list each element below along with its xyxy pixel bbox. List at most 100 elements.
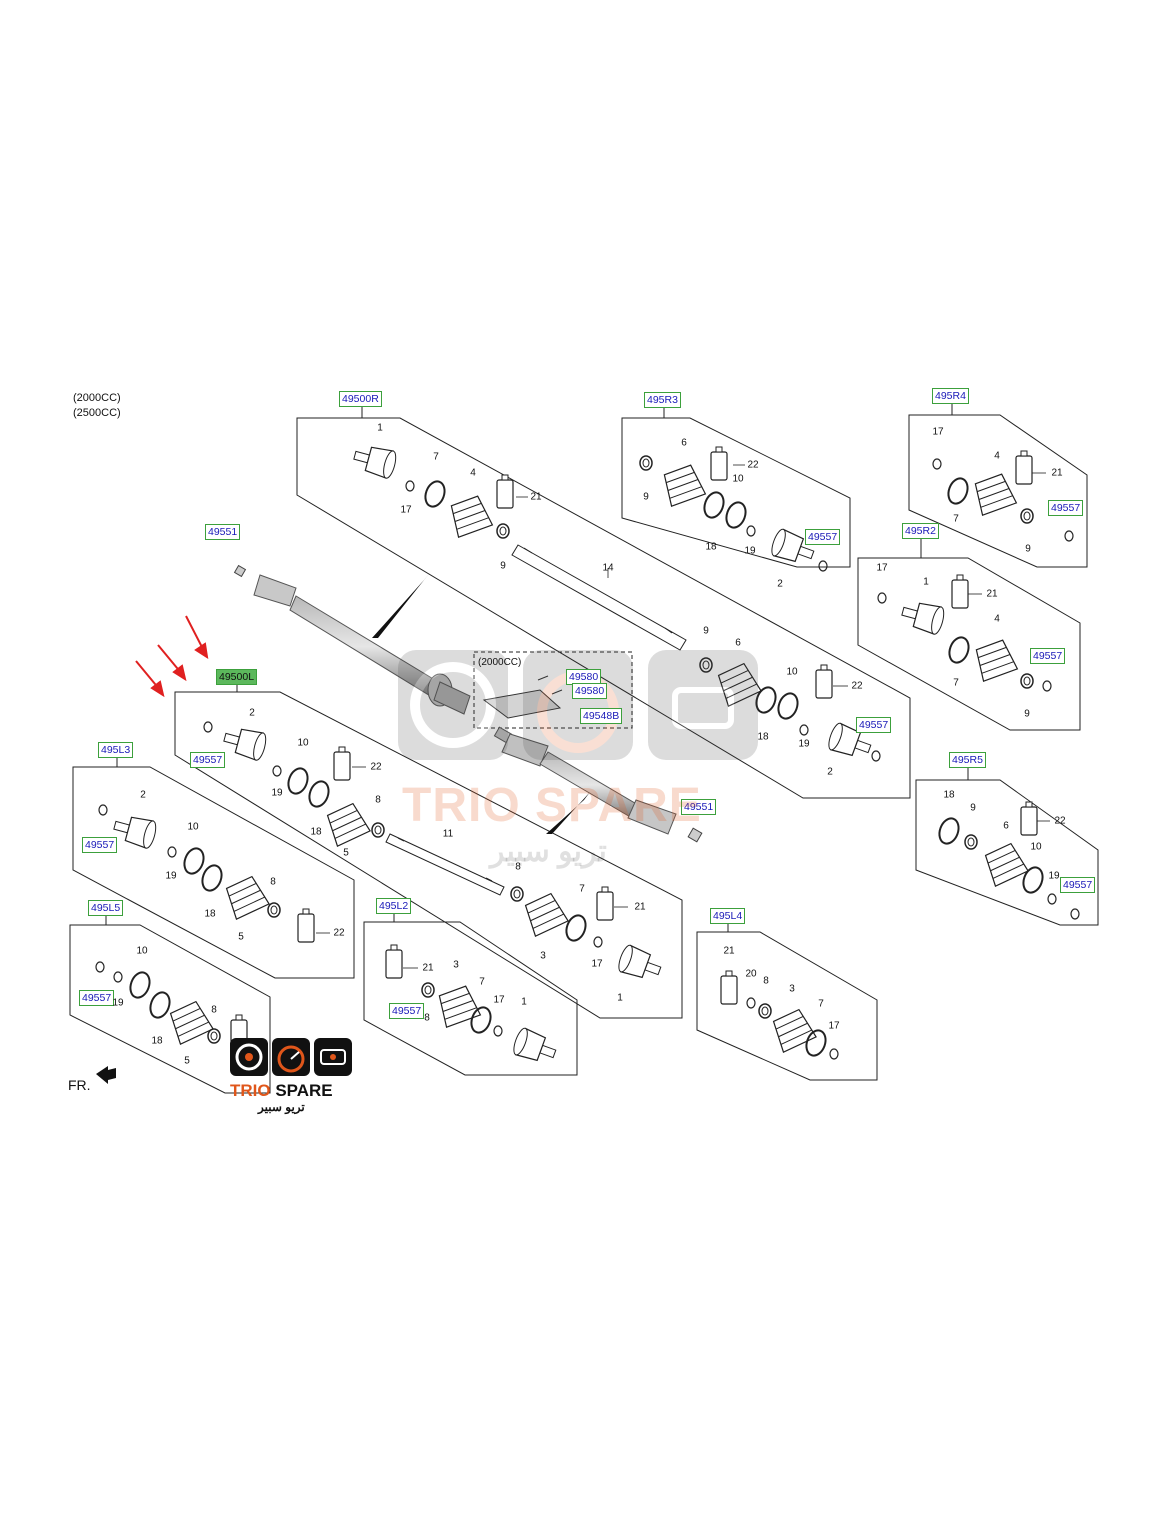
engine-note-2000cc: (2000CC) <box>73 392 121 404</box>
item-number: 17 <box>932 426 944 438</box>
item-number: 17 <box>400 504 412 516</box>
panel-outlines <box>69 414 1099 1094</box>
logo-brand: TRIO SPARE <box>230 1081 333 1100</box>
item-number: 19 <box>165 870 177 882</box>
item-number: 10 <box>136 945 148 957</box>
callout-495R2[interactable]: 495R2 <box>902 523 939 539</box>
item-number: 21 <box>530 491 542 503</box>
number-leaders <box>316 464 1050 969</box>
callout-495R5[interactable]: 495R5 <box>949 752 986 768</box>
item-number: 4 <box>994 613 1000 625</box>
shaft-lower <box>493 726 703 843</box>
item-number: 22 <box>333 927 345 939</box>
item-number: 3 <box>540 950 546 962</box>
item-number: 4 <box>470 467 476 479</box>
item-number: 1 <box>377 422 383 434</box>
callout-49557-l5[interactable]: 49557 <box>79 990 115 1006</box>
item-number: 6 <box>1003 820 1009 832</box>
callout-49500R[interactable]: 49500R <box>339 391 382 407</box>
item-number: 10 <box>187 821 199 833</box>
engine-note-2500cc: (2500CC) <box>73 407 121 419</box>
callout-495R3[interactable]: 495R3 <box>644 392 681 408</box>
item-number: 18 <box>943 789 955 801</box>
item-number: 17 <box>876 562 888 574</box>
item-number: 19 <box>271 787 283 799</box>
item-number: 9 <box>500 560 506 572</box>
callout-49580-b[interactable]: 49580 <box>572 683 608 699</box>
item-number: 10 <box>1030 841 1042 853</box>
callout-49557-r5[interactable]: 49557 <box>1060 877 1096 893</box>
item-number: 6 <box>681 437 687 449</box>
item-number: 18 <box>757 731 769 743</box>
callout-495L4[interactable]: 495L4 <box>710 908 746 924</box>
watermark-graphic <box>398 650 758 760</box>
item-number: 8 <box>375 794 381 806</box>
callout-49557-r2[interactable]: 49557 <box>1030 648 1066 664</box>
logo-icons <box>230 1038 352 1076</box>
inner-shaft-14 <box>511 544 687 651</box>
item-number: 8 <box>424 1012 430 1024</box>
red-arrows <box>135 615 209 698</box>
inset-note: (2000CC) <box>478 657 522 668</box>
item-number: 1 <box>521 996 527 1008</box>
item-number: 8 <box>270 876 276 888</box>
item-number: 18 <box>310 826 322 838</box>
callout-49557-l[interactable]: 49557 <box>190 752 226 768</box>
callout-495R4[interactable]: 495R4 <box>932 388 969 404</box>
item-number: 18 <box>705 541 717 553</box>
callout-49557-l2[interactable]: 49557 <box>389 1003 425 1019</box>
item-number: 2 <box>140 789 146 801</box>
item-number: 9 <box>1025 543 1031 555</box>
callout-49500L-selected[interactable]: 49500L <box>216 669 258 685</box>
item-number: 10 <box>732 473 744 485</box>
item-number: 9 <box>703 625 709 637</box>
item-number: 21 <box>634 901 646 913</box>
item-number: 9 <box>1024 708 1030 720</box>
item-number: 9 <box>643 491 649 503</box>
item-number: 7 <box>953 677 959 689</box>
callout-495L2[interactable]: 495L2 <box>376 898 412 914</box>
item-number: 3 <box>789 983 795 995</box>
item-number: 18 <box>151 1035 163 1047</box>
item-number: 19 <box>112 997 124 1009</box>
item-number: 7 <box>479 976 485 988</box>
item-number: 21 <box>986 588 998 600</box>
item-number: 2 <box>827 766 833 778</box>
callout-49557-r4[interactable]: 49557 <box>1048 500 1084 516</box>
item-number: 19 <box>798 738 810 750</box>
item-number: 5 <box>343 847 349 859</box>
callout-495L5[interactable]: 495L5 <box>88 900 124 916</box>
item-number: 17 <box>828 1020 840 1032</box>
callout-49551-right[interactable]: 49551 <box>681 799 717 815</box>
shaft-upper <box>233 564 471 715</box>
item-number: 7 <box>953 513 959 525</box>
callout-49557-l3[interactable]: 49557 <box>82 837 118 853</box>
item-number: 9 <box>970 802 976 814</box>
watermark-brand: TRIO SPARE <box>402 779 702 832</box>
item-number: 1 <box>923 576 929 588</box>
callout-49557-r[interactable]: 49557 <box>856 717 892 733</box>
fr-arrow <box>96 1066 116 1084</box>
watermark-arabic: تريو سبير <box>490 835 607 868</box>
item-number: 8 <box>515 861 521 873</box>
callout-49551-top[interactable]: 49551 <box>205 524 241 540</box>
item-number: 5 <box>184 1055 190 1067</box>
callout-49557-r3[interactable]: 49557 <box>805 529 841 545</box>
item-number: 2 <box>777 578 783 590</box>
bracket <box>482 675 563 719</box>
item-number: 6 <box>735 637 741 649</box>
callout-495L3[interactable]: 495L3 <box>98 742 134 758</box>
item-number: 2 <box>249 707 255 719</box>
callout-49548B[interactable]: 49548B <box>580 708 623 724</box>
item-number: 21 <box>1051 467 1063 479</box>
item-number: 17 <box>493 994 505 1006</box>
item-number: 4 <box>994 450 1000 462</box>
item-number: 3 <box>453 959 459 971</box>
item-number: 8 <box>763 975 769 987</box>
inner-shaft-11 <box>385 833 505 896</box>
item-number: 7 <box>433 451 439 463</box>
item-number: 14 <box>602 562 614 574</box>
item-number: 5 <box>238 931 244 943</box>
